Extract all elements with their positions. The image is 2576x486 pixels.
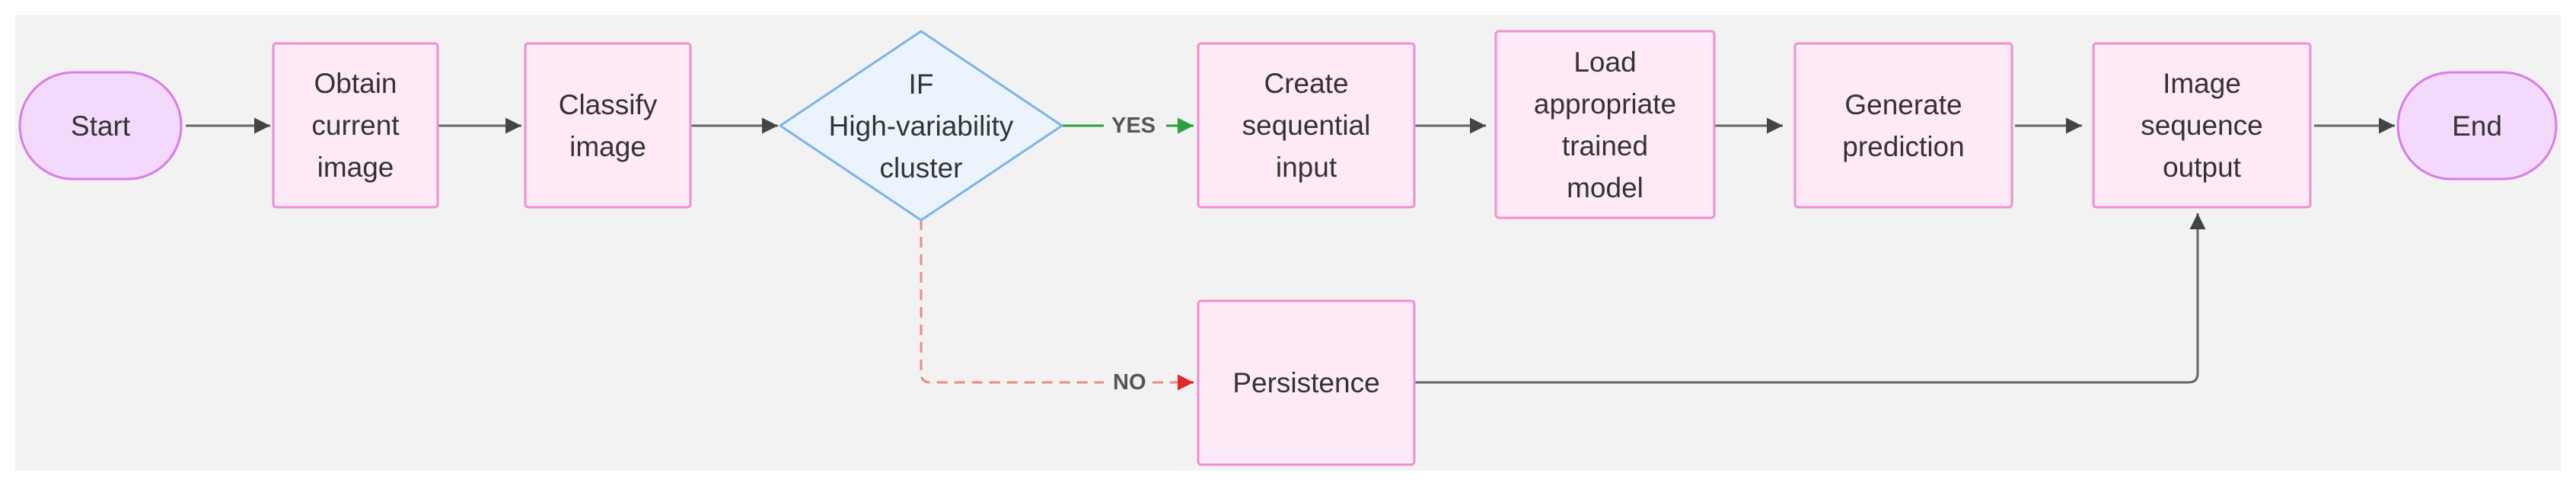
edge-persistence-to-output (1414, 213, 2206, 384)
create-sequential-input-label: Create sequential input (1242, 68, 1371, 183)
start-label: Start (70, 110, 131, 142)
node-end[interactable] (2396, 71, 2558, 181)
load-model-label: Load appropriate trained model (1533, 46, 1677, 203)
node-obtain-image[interactable] (272, 42, 439, 209)
node-decision-high-variability[interactable] (779, 30, 1063, 222)
edge-no-line (920, 219, 1104, 384)
decision-label: IF High-variability cluster (828, 68, 1014, 184)
node-load-model[interactable] (1494, 30, 1716, 219)
classify-image-label: Classify image (558, 88, 658, 162)
node-image-sequence-output[interactable] (2092, 42, 2312, 209)
diagram-canvas: Start Obtain current image Classify imag… (15, 15, 2561, 471)
node-create-sequential-input[interactable] (1197, 42, 1416, 209)
node-classify-image[interactable] (524, 42, 692, 209)
yes-edge-label: YES (1107, 114, 1161, 138)
image-sequence-output-label: Image sequence output (2141, 68, 2263, 183)
node-persistence[interactable] (1197, 299, 1416, 466)
node-generate-prediction[interactable] (1793, 42, 2013, 209)
end-label: End (2452, 110, 2502, 142)
no-edge-label: NO (1108, 370, 1151, 395)
persistence-label: Persistence (1232, 367, 1380, 398)
obtain-image-label: Obtain current image (311, 68, 400, 183)
generate-prediction-label: Generate prediction (1842, 88, 1965, 162)
flowchart-svg (18, 30, 2558, 466)
node-start[interactable] (18, 71, 183, 181)
